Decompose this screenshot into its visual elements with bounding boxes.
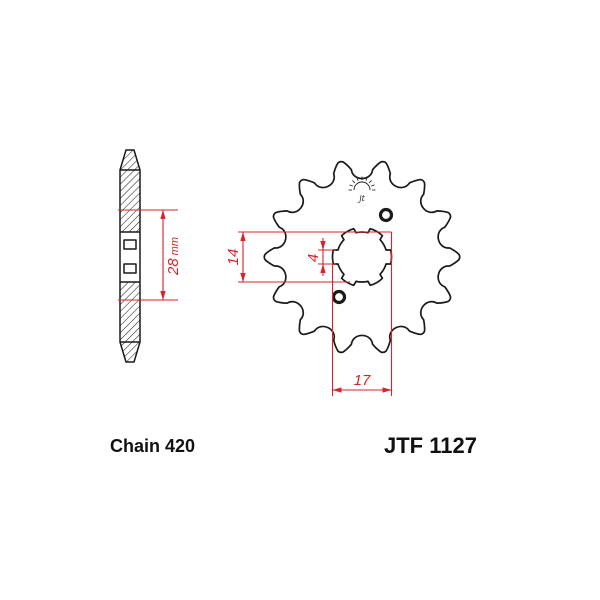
logo-rays (348, 176, 376, 191)
side-view-spline-slot (123, 263, 137, 274)
dimension-label-17: 17 (354, 372, 371, 389)
side-view-hatch-upper (120, 150, 140, 232)
logo-ray (352, 180, 356, 184)
dimension-label-14: 14 (225, 249, 242, 266)
lightening-hole (378, 207, 394, 223)
spline-hole (331, 227, 393, 287)
dimension-28mm: 28 mm (118, 209, 182, 301)
logo-ray (371, 184, 375, 187)
dimension-unit: mm (169, 237, 181, 255)
side-view-spline-slot (123, 239, 137, 250)
side-view-outline (119, 149, 141, 363)
part-number-label: JTF 1127 (384, 433, 477, 458)
logo-ray (365, 177, 368, 181)
logo-ray (368, 180, 372, 184)
lightening-hole (331, 289, 347, 305)
logo-text: jt (357, 194, 365, 203)
dimension-label-28mm: 28 mm (165, 237, 182, 276)
front-view: jt (263, 160, 461, 354)
dimension-value: 28 (165, 258, 182, 276)
dimension-14: 14 (225, 231, 392, 283)
side-view (119, 149, 141, 363)
logo-sun-arc (353, 181, 371, 191)
dimension-label-4: 4 (305, 254, 322, 262)
dimension-17: 17 (331, 232, 393, 396)
side-view-hatch-lower (120, 282, 140, 362)
logo: jt (348, 176, 376, 203)
logo-ray (349, 184, 353, 187)
dimension-4: 4 (305, 238, 336, 276)
logo-ray (356, 177, 359, 181)
chain-size-label: Chain 420 (110, 436, 195, 456)
